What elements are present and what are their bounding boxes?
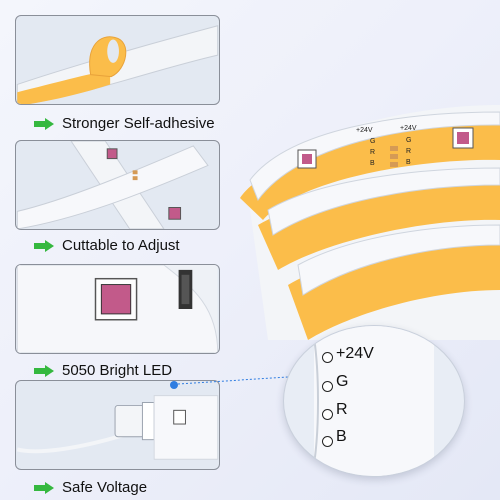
strip-pin-label-right: B [406,159,411,166]
strip-pin-label-left: +24V [356,127,373,134]
led-strip-coil: +24V +24V G G R R B B [228,100,500,340]
pin-pad [322,436,333,447]
pin-zoom-detail [283,325,465,477]
zoom-pin-label: G [336,373,349,390]
zoom-link-line [170,376,289,389]
strip-pin-label-right: +24V [400,125,417,132]
feature-panel-led [15,264,220,354]
strip-coil-illustration [240,105,500,340]
link-dot-icon [170,381,178,389]
connector-illustration [16,395,219,460]
arrow-right-icon [34,117,54,130]
led-chip-icon [94,277,138,321]
feature-label: Cuttable to Adjust [62,237,180,254]
feature-panel-voltage [15,380,220,470]
pin-pad [322,409,333,420]
feature-caption-cuttable: Cuttable to Adjust [34,237,180,254]
feature-caption-voltage: Safe Voltage [34,479,147,496]
pin-pad [322,381,333,392]
connector-icon [114,402,155,441]
pin-pad [322,352,333,363]
feature-label: Stronger Self-adhesive [62,115,215,132]
arrow-right-icon [34,481,54,494]
feature-panel-adhesive [15,15,220,105]
arrow-right-icon [34,364,54,377]
zoom-pin-label: B [336,428,347,445]
zoom-pin-label: R [336,401,348,418]
strip-pin-label-right: G [406,137,412,144]
strip-pin-label-right: R [406,148,412,155]
zoom-pin-label: +24V [336,345,374,362]
feature-caption-adhesive: Stronger Self-adhesive [34,115,215,132]
led-closeup-illustration [16,265,219,353]
cut-strips-illustration [16,141,209,229]
arrow-right-icon [34,239,54,252]
strip-pin-label-left: R [370,149,376,156]
adhesive-peel-illustration [16,25,219,104]
feature-label: 5050 Bright LED [62,362,173,379]
feature-label: Safe Voltage [62,479,148,496]
feature-panel-cuttable [15,140,220,230]
feature-caption-led: 5050 Bright LED [34,362,172,379]
strip-pin-label-left: B [370,160,375,167]
strip-pin-label-left: G [370,138,376,145]
